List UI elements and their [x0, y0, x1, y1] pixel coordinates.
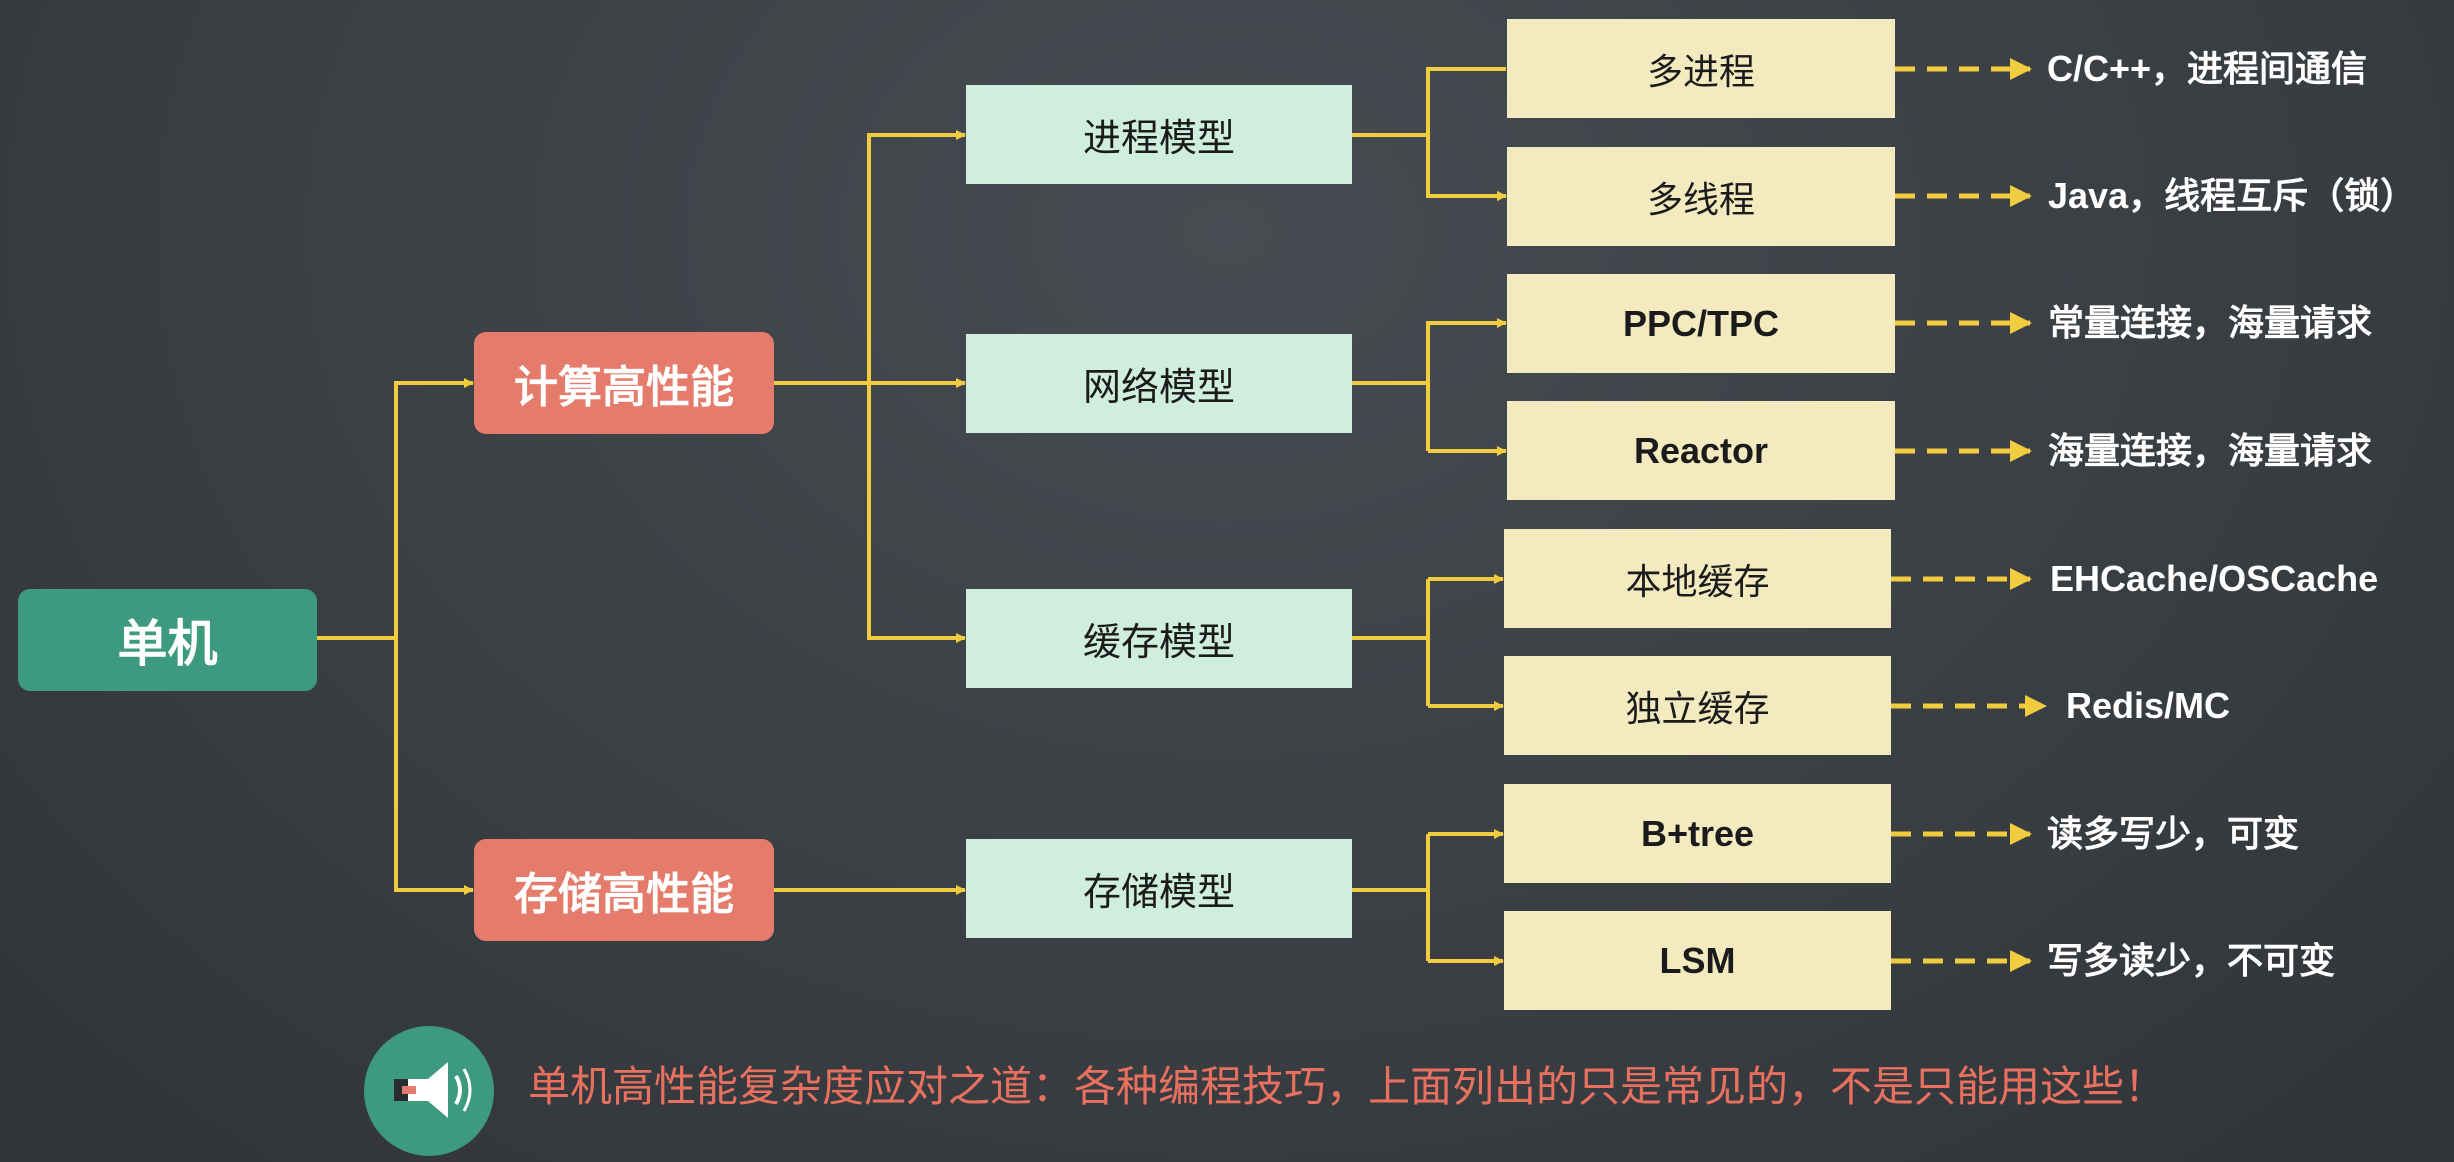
- note-ppc-tpc: 常量连接，海量请求: [2048, 302, 2373, 343]
- leaf-multi-thread: 多线程: [1507, 147, 1895, 246]
- leaf-ppc-tpc: PPC/TPC: [1507, 274, 1895, 373]
- compute-performance-label: 计算高性能: [514, 363, 734, 412]
- connector-cache-leaves: [1352, 579, 1430, 706]
- note-bplus-tree: 读多写少，可变: [2047, 813, 2300, 854]
- footer-tip: 单机高性能复杂度应对之道：各种编程技巧，上面列出的只是常见的，不是只能用这些！: [528, 1063, 2167, 1110]
- process-model-node: 进程模型: [966, 85, 1352, 184]
- connector-process-leaves: [1352, 67, 1506, 196]
- root-label: 单机: [117, 616, 218, 672]
- connector-root-compute: [317, 378, 474, 640]
- connector-storage-leaves: [1352, 834, 1430, 961]
- connector-network-leaves: [1352, 321, 1506, 451]
- note-lsm: 写多读少，不可变: [2047, 940, 2336, 981]
- process-model-label: 进程模型: [1082, 118, 1235, 160]
- storage-performance-node: 存储高性能: [474, 839, 774, 941]
- root-node: 单机: [18, 589, 317, 691]
- connector-compute-cache: [867, 383, 966, 643]
- leaf-label: 多进程: [1646, 50, 1755, 92]
- leaf-standalone-cache: 独立缓存: [1504, 656, 1891, 755]
- storage-model-label: 存储模型: [1082, 872, 1235, 914]
- note-standalone-cache: Redis/MC: [2066, 685, 2231, 726]
- network-model-label: 网络模型: [1082, 367, 1235, 409]
- cache-model-label: 缓存模型: [1082, 622, 1235, 664]
- storage-model-node: 存储模型: [966, 839, 1352, 938]
- network-model-node: 网络模型: [966, 334, 1352, 433]
- leaf-local-cache: 本地缓存: [1504, 529, 1891, 628]
- leaf-label: B+tree: [1640, 812, 1755, 854]
- note-local-cache: EHCache/OSCache: [2050, 558, 2379, 599]
- leaf-bplus-tree: B+tree: [1504, 784, 1891, 883]
- leaf-lsm: LSM: [1504, 911, 1891, 1010]
- speaker-icon: [364, 1026, 494, 1156]
- leaf-label: LSM: [1659, 939, 1736, 981]
- compute-performance-node: 计算高性能: [474, 332, 774, 434]
- leaf-label: 本地缓存: [1625, 560, 1770, 602]
- note-reactor: 海量连接，海量请求: [2048, 430, 2373, 471]
- leaf-reactor: Reactor: [1507, 401, 1895, 500]
- cache-model-node: 缓存模型: [966, 589, 1352, 688]
- leaf-label: 多线程: [1646, 178, 1755, 220]
- note-multi-thread: Java，线程互斥（锁）: [2048, 175, 2417, 216]
- leaf-multi-process: 多进程: [1507, 19, 1895, 118]
- leaf-label: PPC/TPC: [1622, 302, 1780, 344]
- leaf-label: 独立缓存: [1625, 687, 1770, 729]
- connector-compute-process: [774, 130, 966, 385]
- note-multi-process: C/C++，进程间通信: [2047, 48, 2368, 89]
- leaf-label: Reactor: [1633, 429, 1769, 471]
- connector-root-storage: [394, 638, 474, 895]
- storage-performance-label: 存储高性能: [514, 870, 734, 919]
